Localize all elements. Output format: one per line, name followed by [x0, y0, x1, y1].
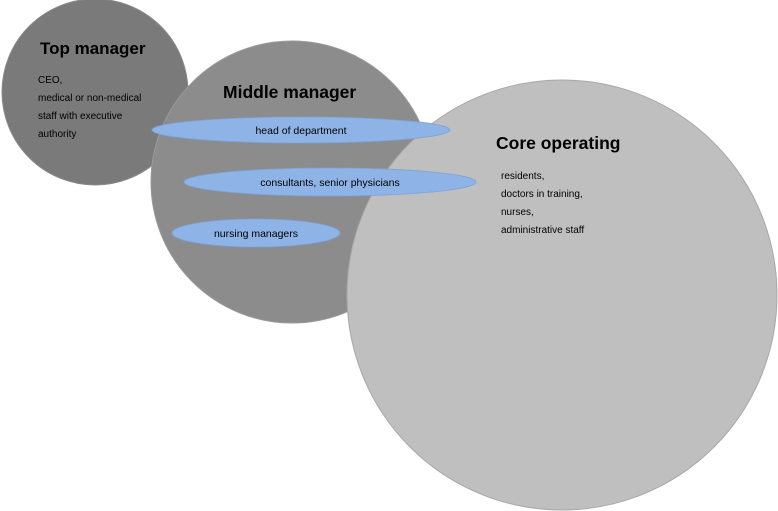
core-operating-group: Core operating residents, doctors in tra…	[346, 79, 778, 511]
pill-head-of-department	[151, 116, 451, 144]
core-operating-line-3: nurses,	[501, 207, 534, 218]
core-operating-line-2: doctors in training,	[501, 189, 583, 200]
pill-head-of-department-label: head of department	[255, 125, 346, 137]
core-operating-line-1: residents,	[501, 171, 544, 182]
top-manager-title: Top manager	[40, 39, 146, 58]
pill-nursing-managers	[171, 218, 341, 248]
top-manager-line-3: staff with executive	[38, 111, 123, 122]
top-manager-group: Top manager CEO, medical or non-medical …	[1, 0, 189, 186]
pill-consultants-label: consultants, senior physicians	[260, 177, 400, 189]
middle-manager-title: Middle manager	[223, 82, 356, 102]
core-operating-line-4: administrative staff	[501, 225, 584, 236]
pill-nursing-managers-label: nursing managers	[214, 228, 298, 240]
pill-consultants	[183, 167, 477, 197]
middle-manager-roles: head of department consultants, senior p…	[151, 116, 477, 248]
top-manager-line-2: medical or non-medical	[38, 93, 141, 104]
top-manager-line-1: CEO,	[38, 75, 62, 86]
top-manager-line-4: authority	[38, 129, 76, 140]
core-operating-title: Core operating	[496, 133, 620, 153]
